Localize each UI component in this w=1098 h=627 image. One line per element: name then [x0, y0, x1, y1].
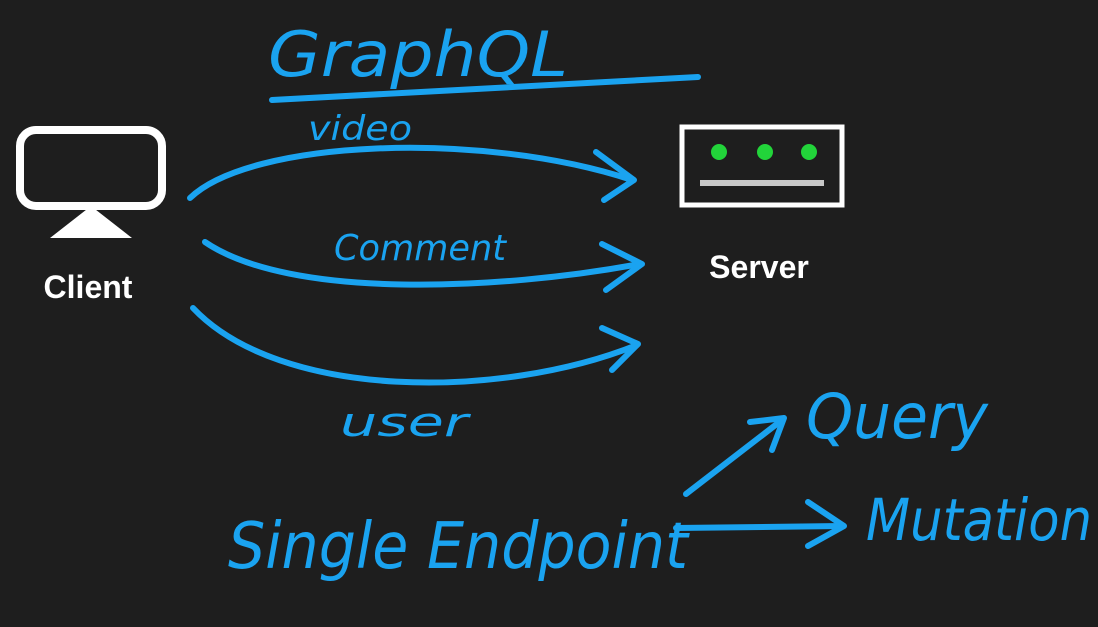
server-label: Server — [709, 249, 809, 285]
operation-query: Query — [806, 380, 989, 453]
request-label-video: video — [308, 109, 412, 149]
arrowhead-icon — [805, 499, 847, 549]
request-label-comment: Comment — [334, 228, 508, 269]
diagram-title: GraphQL — [268, 18, 568, 91]
request-arrow-user — [190, 305, 640, 386]
arrowhead-icon — [599, 325, 641, 373]
server-status-light — [711, 144, 727, 160]
arrowhead-icon — [593, 149, 637, 203]
request-arrow-video — [187, 144, 635, 201]
request-arrow-comment — [202, 239, 643, 288]
title-underline — [269, 74, 701, 103]
endpoint-label: Single Endpoint — [228, 510, 691, 584]
server-status-light — [757, 144, 773, 160]
server-icon — [679, 124, 845, 208]
arrowhead-icon — [747, 415, 787, 453]
client-label: Client — [44, 269, 133, 305]
server-bar — [700, 180, 824, 186]
operation-mutation: Mutation — [866, 486, 1092, 554]
request-label-user: user — [340, 400, 472, 446]
arrowhead-icon — [599, 241, 645, 293]
server-status-light — [801, 144, 817, 160]
monitor-icon — [16, 126, 166, 238]
query-arrow — [683, 417, 785, 497]
mutation-arrow — [673, 523, 845, 531]
